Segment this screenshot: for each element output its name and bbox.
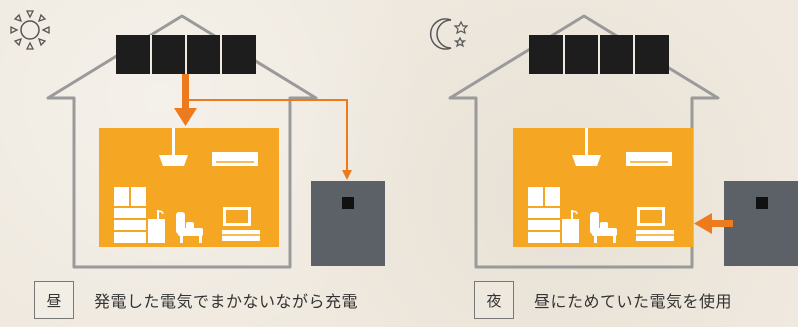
- refrigerator-icon: [528, 187, 560, 243]
- night-badge: 夜: [474, 281, 514, 319]
- battery-icon: [724, 181, 798, 266]
- tv-icon: [222, 207, 260, 241]
- tv-icon: [636, 207, 674, 241]
- sun-icon: [10, 10, 50, 50]
- day-panel: [10, 10, 385, 269]
- night-caption-text: 昼にためていた電気を使用: [534, 292, 733, 311]
- solar-to-house-arrow: [174, 74, 197, 126]
- night-caption: 夜 昼にためていた電気を使用: [474, 280, 732, 320]
- chair-icon: [176, 212, 203, 243]
- ceiling-light-icon: [572, 128, 601, 166]
- air-conditioner-icon: [212, 152, 258, 166]
- day-caption-text: 発電した電気でまかないながら充電: [94, 292, 359, 311]
- night-panel: [429, 14, 798, 269]
- solar-to-battery-arrow: [189, 99, 352, 180]
- house-outline: [46, 14, 318, 269]
- ceiling-light-icon: [159, 128, 188, 166]
- air-conditioner-icon: [626, 152, 672, 166]
- refrigerator-icon: [114, 187, 146, 243]
- chair-icon: [590, 212, 617, 243]
- cabinet-icon: [148, 210, 165, 243]
- cabinet-icon: [562, 210, 579, 243]
- day-badge: 昼: [34, 281, 74, 319]
- battery-icon: [311, 181, 385, 266]
- battery-to-house-arrow: [694, 213, 733, 234]
- day-caption: 昼 発電した電気でまかないながら充電: [34, 280, 358, 320]
- solar-panel-icon: [529, 35, 669, 74]
- solar-panel-icon: [116, 35, 256, 74]
- moon-stars-icon: [429, 18, 469, 50]
